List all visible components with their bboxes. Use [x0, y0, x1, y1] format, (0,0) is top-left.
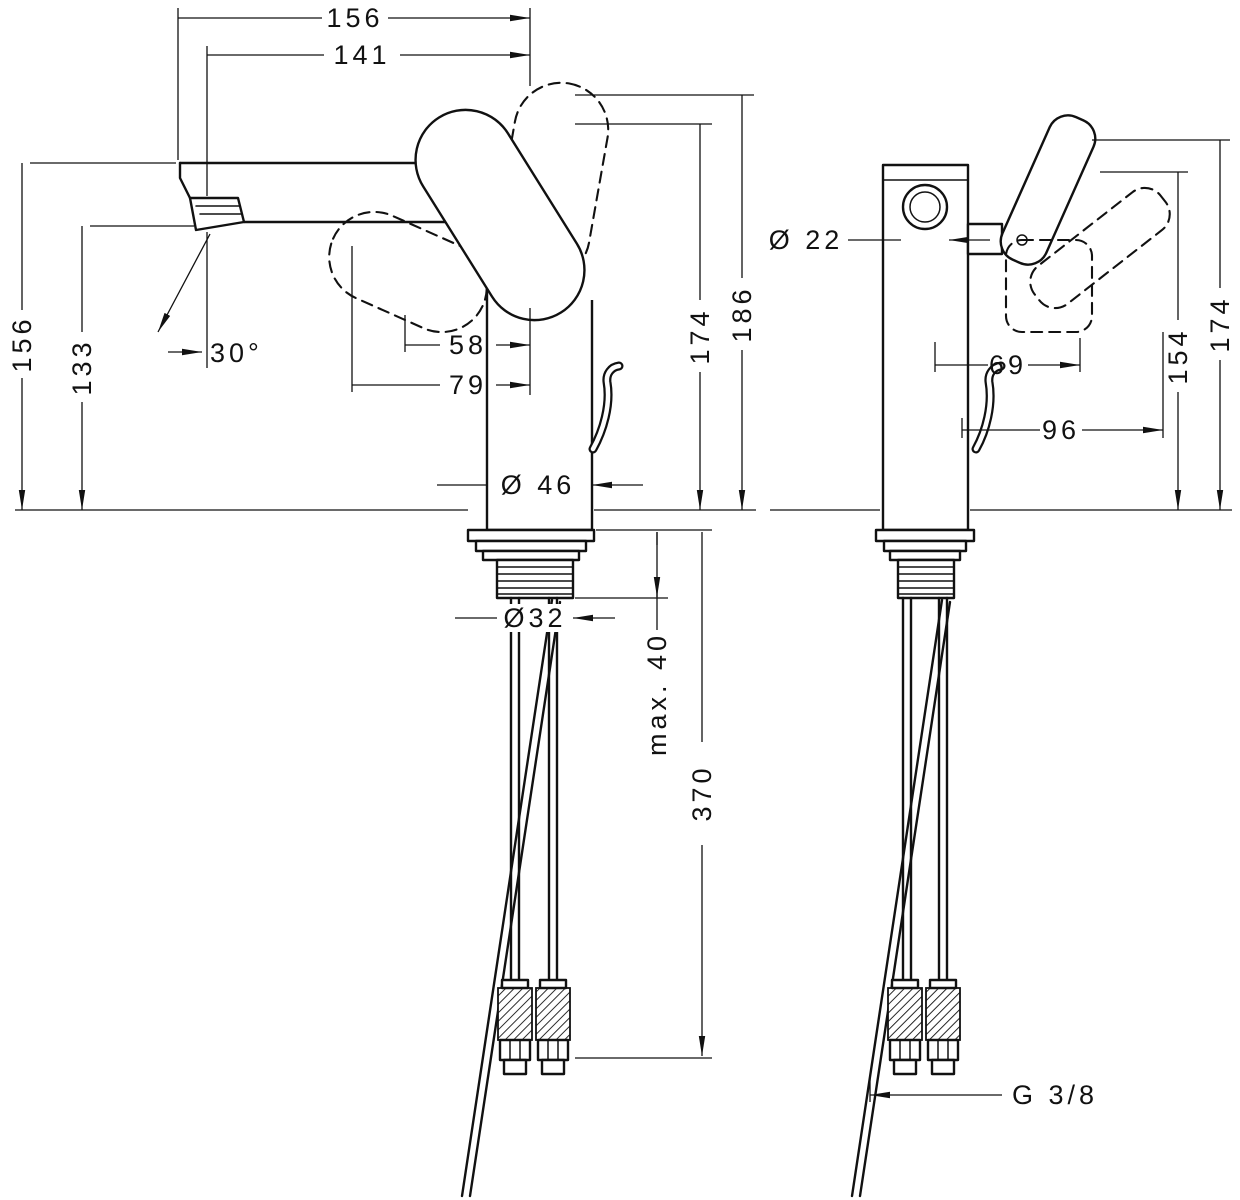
dim-depth-handle-label: 69	[989, 350, 1027, 380]
dim-shank-diameter-label: Ø32	[503, 603, 566, 633]
dim-height-inner: 154	[1100, 171, 1193, 510]
dim-offset-handle: 79	[351, 246, 530, 400]
dim-height-outer-label: 174	[1205, 295, 1235, 352]
dim-counter-thickness: max. 40	[575, 529, 712, 756]
supply-hoses	[460, 596, 571, 1198]
dim-hose-length-label: 370	[687, 764, 717, 821]
handle	[966, 114, 1171, 334]
dim-height-total: 156	[7, 162, 176, 510]
dim-offset-cartridge-label: 58	[449, 330, 487, 360]
dim-width-spout: 141	[206, 40, 530, 196]
dim-shank-diameter: Ø32	[455, 603, 615, 633]
dim-depth-handle: 69	[934, 338, 1080, 380]
dim-height-max-label: 186	[727, 285, 757, 342]
escutcheon-base	[466, 528, 596, 562]
dim-depth-max: 96	[961, 332, 1163, 445]
dim-base-diameter: Ø 46	[437, 470, 643, 500]
dim-depth-max-label: 96	[1042, 415, 1080, 445]
waste-rod-lever	[588, 361, 624, 454]
dim-height-total-label: 156	[7, 315, 37, 372]
dim-outlet-diameter: Ø 22	[769, 225, 990, 255]
dim-outlet-angle: 30°	[157, 232, 263, 368]
dim-offset-handle-label: 79	[449, 370, 487, 400]
hose-connector-nuts	[888, 1038, 960, 1076]
side-view: Ø 22 69 96 154 174 G 3/8	[769, 114, 1235, 1198]
angle-label: 30°	[210, 338, 263, 368]
dim-width-spout-label: 141	[333, 40, 390, 70]
dim-hose-length: 370	[575, 532, 717, 1058]
supply-hoses	[850, 596, 961, 1198]
dim-hose-thread: G 3/8	[869, 1078, 1098, 1110]
dim-height-outlet-label: 133	[67, 338, 97, 395]
threaded-shank	[495, 558, 575, 600]
dim-height-body: 174	[575, 123, 715, 510]
dim-width-total-label: 156	[326, 3, 383, 33]
dim-height-outlet: 133	[67, 225, 194, 510]
faucet-body	[881, 163, 970, 532]
threaded-shank	[896, 558, 956, 600]
dim-counter-thickness-label: max. 40	[642, 632, 672, 756]
dim-height-outer: 174	[1092, 139, 1235, 510]
hose-connector-nuts	[498, 1038, 570, 1076]
dim-hose-thread-label: G 3/8	[1012, 1080, 1098, 1110]
escutcheon-base	[874, 528, 976, 562]
dim-height-max: 186	[575, 94, 757, 510]
dim-outlet-diameter-label: Ø 22	[769, 225, 844, 255]
handle	[414, 108, 586, 322]
front-view: 30° 156 141 156 133 58	[7, 3, 757, 1198]
dim-height-inner-label: 154	[1163, 327, 1193, 384]
dim-base-diameter-label: Ø 46	[501, 470, 576, 500]
waste-rod-lever	[971, 361, 1006, 454]
dim-height-body-label: 174	[685, 307, 715, 364]
